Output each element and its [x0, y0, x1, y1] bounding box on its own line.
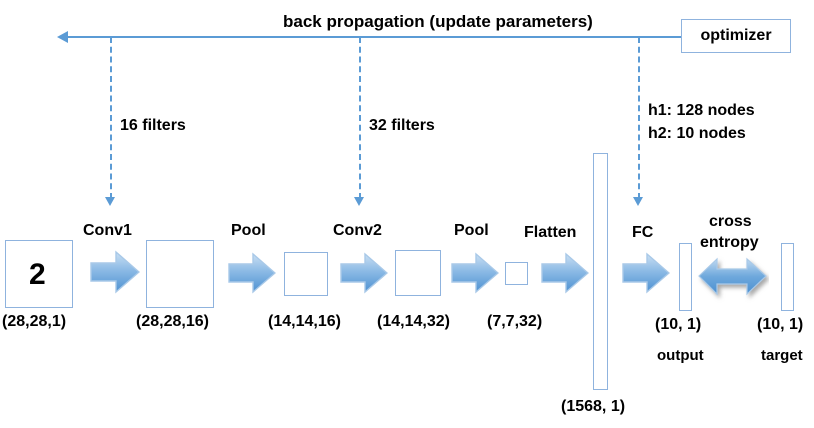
pool1-output-box [284, 252, 328, 296]
shape-pool2-output: (7,7,32) [487, 313, 543, 330]
stage-label-fc: FC [632, 224, 654, 241]
shape-target: (10, 1) [757, 316, 804, 333]
backprop-title: back propagation (update parameters) [283, 12, 593, 31]
input-digit-label: 2 [29, 258, 46, 291]
cross-entropy-double-arrow-icon [697, 255, 769, 303]
shape-pool1-output: (14,14,16) [268, 313, 341, 330]
stage-label-conv2: Conv2 [333, 222, 382, 239]
annotation-conv1-filters: 16 filters [120, 117, 186, 134]
input-image-box [5, 240, 73, 308]
stage-label-conv1: Conv1 [83, 222, 132, 239]
stage-label-flatten: Flatten [524, 224, 577, 241]
arrow-flatten-icon [541, 252, 589, 294]
target-vector-bar [781, 243, 794, 311]
output-vector-bar [679, 243, 692, 311]
arrow-fc-icon [622, 252, 670, 294]
flatten-vector-bar [593, 153, 608, 390]
optimizer-box[interactable]: optimizer [681, 19, 791, 53]
arrow-conv1-icon [90, 250, 140, 294]
pool2-output-box [505, 262, 528, 285]
optimizer-connector [660, 36, 684, 38]
arrow-conv2-icon [340, 252, 388, 294]
output-caption: output [657, 347, 704, 364]
arrow-pool2-icon [451, 252, 499, 294]
dashed-line-fc [638, 37, 640, 199]
annotation-fc-h1: h1: 128 nodes [648, 102, 755, 119]
shape-conv1-output: (28,28,16) [136, 313, 209, 330]
target-caption: target [761, 347, 803, 364]
annotation-conv2-filters: 32 filters [369, 117, 435, 134]
optimizer-label: optimizer [700, 27, 772, 44]
conv1-output-box [146, 240, 214, 308]
backprop-arrowhead-icon [57, 31, 68, 43]
cross-entropy-label-line2: entropy [700, 234, 759, 251]
arrow-pool1-icon [228, 252, 276, 294]
stage-label-pool2: Pool [454, 222, 489, 239]
dashed-arrowhead-conv2-icon [354, 197, 364, 206]
shape-flatten-output: (1568, 1) [561, 398, 626, 415]
dashed-arrowhead-conv1-icon [105, 197, 115, 206]
dashed-arrowhead-fc-icon [633, 197, 643, 206]
shape-fc-output: (10, 1) [655, 316, 702, 333]
dashed-line-conv1 [110, 37, 112, 199]
stage-label-pool1: Pool [231, 222, 266, 239]
backprop-line [68, 36, 683, 38]
annotation-fc-h2: h2: 10 nodes [648, 125, 746, 142]
conv2-output-box [395, 250, 441, 296]
shape-input: (28,28,1) [2, 313, 67, 330]
cross-entropy-label-line1: cross [709, 213, 752, 230]
dashed-line-conv2 [359, 37, 361, 199]
shape-conv2-output: (14,14,32) [377, 313, 450, 330]
